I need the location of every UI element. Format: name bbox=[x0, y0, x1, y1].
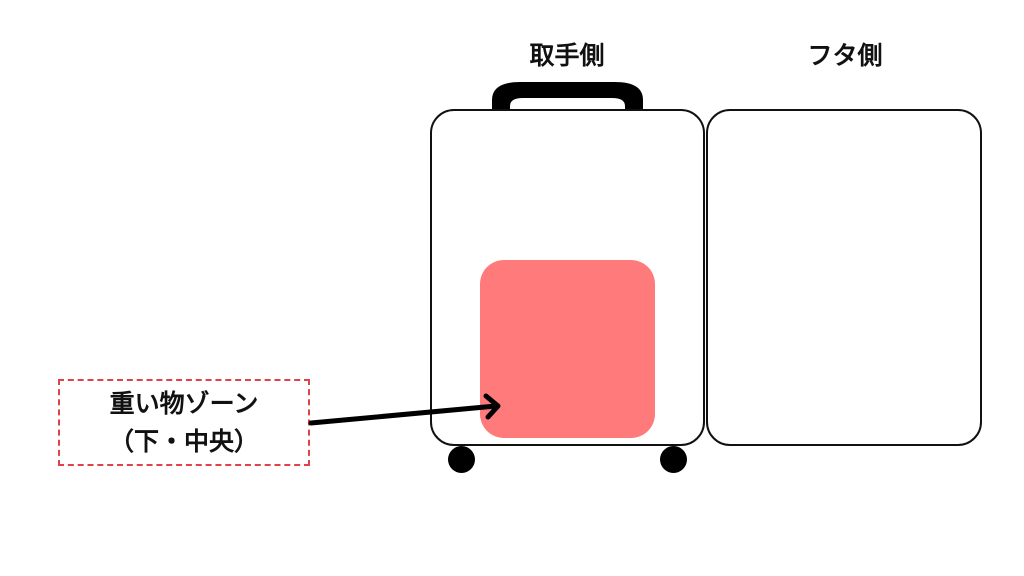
heavy-items-zone bbox=[480, 260, 655, 438]
lid-side-case bbox=[706, 109, 982, 446]
callout-line-2: （下・中央） bbox=[108, 426, 259, 456]
lid-side-heading: フタ側 bbox=[807, 41, 883, 70]
heavy-zone-callout: 重い物ゾーン （下・中央） bbox=[58, 379, 310, 466]
left-wheel bbox=[448, 446, 475, 473]
handle-side-heading: 取手側 bbox=[529, 41, 605, 70]
right-wheel bbox=[660, 446, 687, 473]
callout-line-1: 重い物ゾーン bbox=[109, 388, 259, 418]
